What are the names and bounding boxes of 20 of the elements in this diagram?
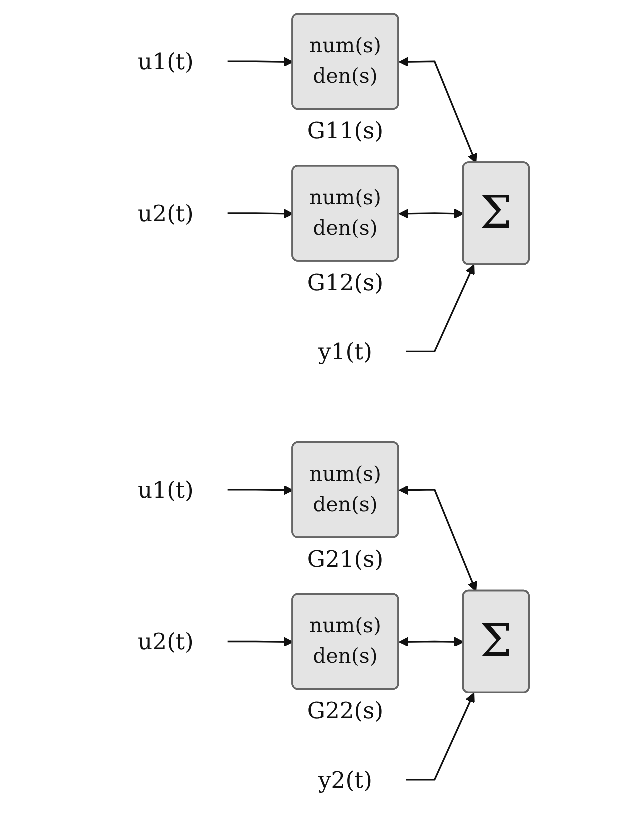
arrow — [228, 485, 294, 496]
node-label: G11(s) — [307, 118, 384, 145]
node-label: G22(s) — [307, 698, 384, 725]
node-text: u2(t) — [138, 200, 194, 228]
arrow — [228, 57, 294, 68]
arrow — [398, 208, 464, 219]
arrow — [228, 637, 294, 648]
node-text: y1(t) — [318, 338, 372, 366]
node-label: G21(s) — [307, 546, 384, 573]
node-text: u2(t) — [138, 628, 194, 656]
node-text: u1(t) — [138, 48, 194, 76]
arrow — [398, 637, 464, 648]
arrow — [228, 208, 294, 219]
arrow — [406, 692, 475, 781]
node-text: u1(t) — [138, 476, 194, 504]
node-label: G12(s) — [307, 270, 384, 296]
node-text: y2(t) — [318, 766, 372, 794]
arrow — [398, 485, 478, 592]
arrow — [398, 57, 478, 164]
arrow — [406, 264, 475, 353]
